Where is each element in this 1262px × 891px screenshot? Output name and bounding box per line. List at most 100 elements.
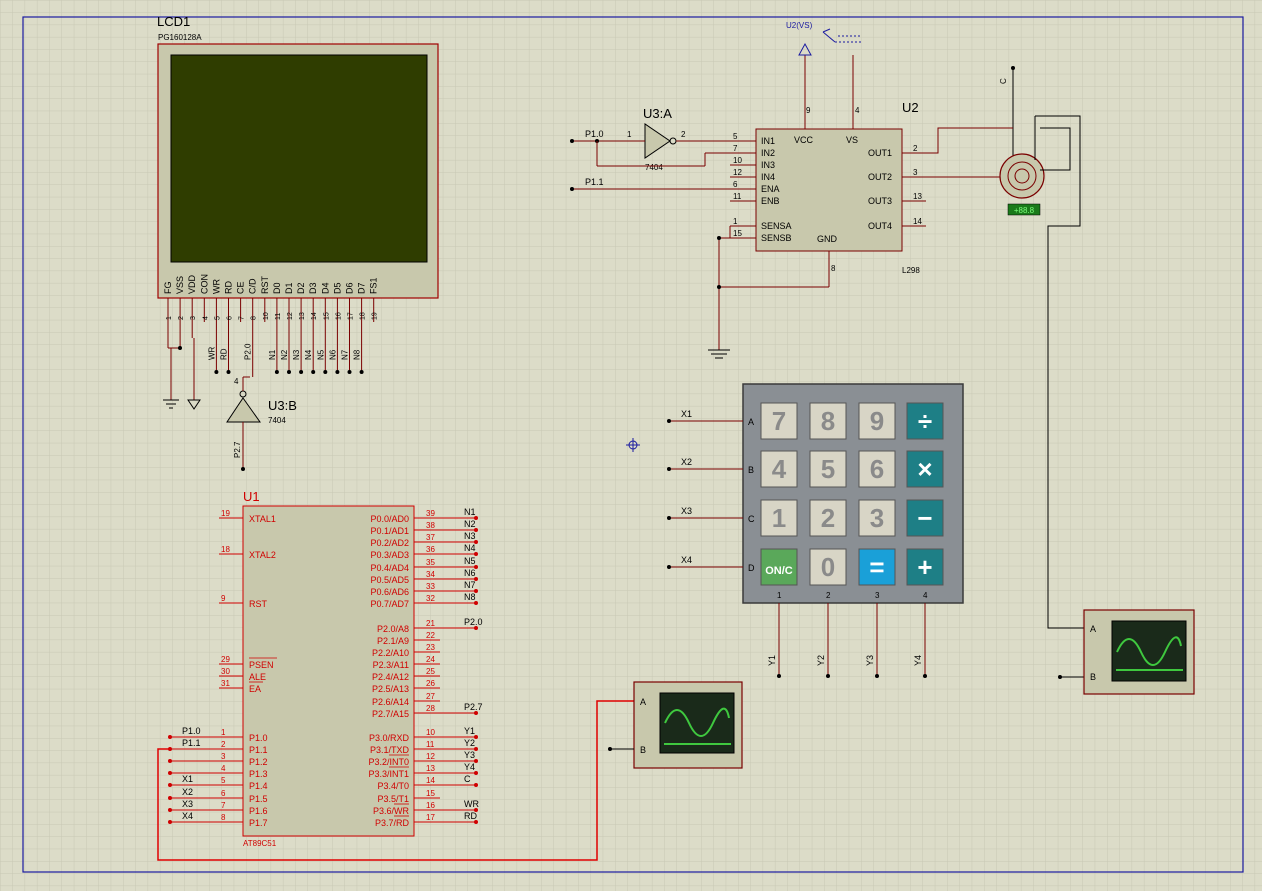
u3b-net: P2.7	[233, 441, 242, 458]
keypad-row-label: B	[748, 465, 754, 475]
u3b-ref: U3:B	[268, 398, 297, 413]
u1-pin-name: P0.7/AD7	[370, 599, 409, 609]
keypad-key[interactable]: 7	[760, 402, 798, 440]
lcd-pin-label: D7	[357, 282, 367, 294]
lcd-pin-number: 7	[239, 316, 246, 320]
keypad-key[interactable]: 8	[809, 402, 847, 440]
lcd-pin-number: 2	[178, 316, 185, 320]
keypad-key[interactable]: =	[858, 548, 896, 586]
u1-pin-name: P3.3/INT1	[368, 769, 409, 779]
keypad-key[interactable]: +	[906, 548, 944, 586]
keypad-key-label: ON/C	[765, 565, 793, 577]
stepper-motor[interactable]: C +88.8	[902, 66, 1084, 679]
u1-pin-number: 37	[426, 533, 435, 542]
keypad-key-label: +	[917, 552, 932, 582]
lcd-pin-number: 15	[323, 312, 330, 320]
keypad-key[interactable]: 1	[760, 499, 798, 537]
lcd-pin-number: 14	[311, 312, 318, 320]
lcd-net-label: N1	[268, 349, 277, 360]
lcd-pin-number: 4	[202, 316, 209, 320]
oscilloscope-2[interactable]: A B	[1083, 609, 1195, 695]
keypad-col-label: 2	[826, 591, 831, 600]
keypad-key-face	[906, 548, 944, 586]
keypad-key[interactable]: ON/C	[760, 548, 798, 586]
lcd-net-label: RD	[220, 348, 229, 360]
u1-net-label: N5	[464, 556, 476, 566]
u1-pin-name: P3.5/T1	[377, 794, 409, 804]
u1-net-label: P1.1	[182, 738, 201, 748]
keypad-col-label: 1	[777, 591, 782, 600]
lcd-pin-label: D3	[308, 282, 318, 294]
u3a-pin-in: 1	[627, 130, 632, 139]
lcd-net-label: P2.0	[244, 343, 253, 360]
l298-body	[755, 128, 903, 252]
u1-net-label: N4	[464, 543, 476, 553]
junction	[474, 589, 478, 593]
lcd-component[interactable]: LCD1 PG160128A FG1VSS2VDD3CON4WR5RD6CE7C…	[157, 14, 439, 410]
lcd-net-label: N5	[316, 349, 325, 360]
lcd-pin-label: D6	[345, 282, 355, 294]
lcd-pin-number: 12	[287, 312, 294, 320]
inverter-u3b[interactable]: U3:B 7404 4 P2.7	[226, 377, 297, 471]
keypad-row-label: D	[748, 563, 755, 573]
keypad-key-face	[858, 450, 896, 488]
lcd-pin-number: 1	[166, 316, 173, 320]
junction	[826, 674, 830, 678]
l298-pin-name: IN1	[761, 136, 775, 146]
keypad-key[interactable]: 0	[809, 548, 847, 586]
at89c51-mcu[interactable]: U1 AT89C51 XTAL119XTAL218RST9PSEN29ALE30…	[157, 489, 634, 861]
u3b-part: 7404	[268, 416, 286, 425]
keypad-key[interactable]: ×	[906, 450, 944, 488]
junction	[168, 759, 172, 763]
u1-net-label: N3	[464, 531, 476, 541]
junction	[299, 370, 304, 374]
junction	[168, 771, 172, 775]
keypad-key-face	[906, 499, 944, 537]
u3a-ref: U3:A	[643, 106, 672, 121]
l298-pin-number: 13	[913, 192, 922, 201]
junction	[168, 820, 172, 824]
keypad-key[interactable]: 2	[809, 499, 847, 537]
l298-pin-name: OUT3	[868, 196, 892, 206]
keypad-key[interactable]: 3	[858, 499, 896, 537]
keypad-key[interactable]: 9	[858, 402, 896, 440]
keypad-key-face	[858, 499, 896, 537]
l298-pin-name: OUT1	[868, 148, 892, 158]
keypad-key[interactable]: ÷	[906, 402, 944, 440]
keypad-key-label: 1	[772, 503, 786, 533]
lcd-pin-label: CON	[199, 274, 209, 294]
keypad-key[interactable]: 5	[809, 450, 847, 488]
u1-net-label: C	[464, 774, 471, 784]
junction	[667, 565, 671, 569]
keypad-key-label: 8	[821, 406, 835, 436]
keypad-key[interactable]: −	[906, 499, 944, 537]
inverter-u3a[interactable]: U3:A 7404 P1.0 1 2 P1.1	[570, 106, 756, 191]
power-symbol	[187, 390, 201, 410]
motor-display: +88.8	[1014, 206, 1035, 215]
keypad-key-label: ×	[917, 454, 932, 484]
l298-driver[interactable]: U2 L298 IN15IN27IN310IN412ENA6ENB11SENSA…	[708, 21, 926, 359]
lcd-pin-label: C/D	[248, 278, 258, 294]
u1-pin-number: 16	[426, 801, 435, 810]
lcd-pin-number: 10	[263, 312, 270, 320]
u1-pin-name: P1.0	[249, 733, 268, 743]
junction	[474, 516, 478, 520]
keypad-row-net: X3	[681, 506, 692, 516]
u1-pin-name: XTAL2	[249, 550, 276, 560]
lcd-ref: LCD1	[157, 14, 190, 29]
l298-pin-number: 7	[733, 144, 738, 153]
keypad-key[interactable]: 6	[858, 450, 896, 488]
keypad-key[interactable]: 4	[760, 450, 798, 488]
u1-pin-number: 23	[426, 643, 435, 652]
oscilloscope-1[interactable]: A B	[608, 681, 743, 769]
l298-ref: U2	[902, 100, 919, 115]
u1-pin-number: 18	[221, 545, 230, 554]
lcd-screen	[170, 54, 428, 263]
junction	[214, 370, 219, 374]
junction	[474, 565, 478, 569]
u1-ref: U1	[243, 489, 260, 504]
u1-pin-number: 26	[426, 679, 435, 688]
keypad-key-label: ÷	[918, 406, 932, 436]
